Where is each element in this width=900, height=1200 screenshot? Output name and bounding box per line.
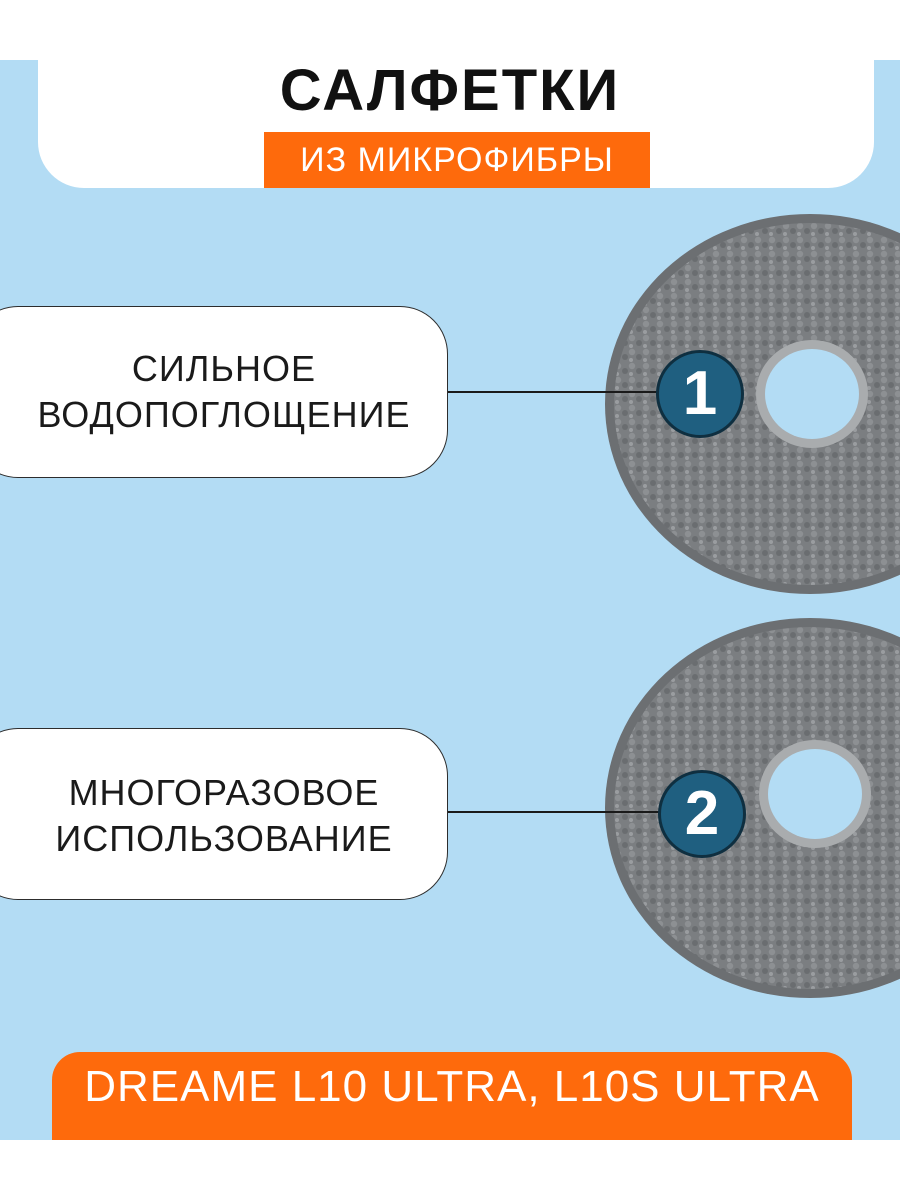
feature-2-line-2: ИСПОЛЬЗОВАНИЕ xyxy=(55,818,393,859)
subtitle-badge: ИЗ МИКРОФИБРЫ xyxy=(264,132,650,188)
page-title: САЛФЕТКИ xyxy=(279,58,621,123)
feature-card-2 xyxy=(0,728,448,900)
feature-1-line-1: СИЛЬНОЕ xyxy=(131,348,317,389)
feature-2-line-1: МНОГОРАЗОВОЕ xyxy=(68,772,380,813)
feature-card-1 xyxy=(0,306,448,478)
number-badge-1: 1 xyxy=(656,350,744,438)
feature-1-line-2: ВОДОПОГЛОЩЕНИЕ xyxy=(37,394,411,435)
microfiber-mop-pad-image xyxy=(605,618,900,998)
compatible-models-bar: DREAME L10 ULTRA, L10S ULTRA xyxy=(52,1052,852,1140)
connector-line-1 xyxy=(448,391,662,393)
connector-line-2 xyxy=(448,811,664,813)
microfiber-mop-pad-image xyxy=(605,214,900,594)
number-badge-2: 2 xyxy=(658,770,746,858)
